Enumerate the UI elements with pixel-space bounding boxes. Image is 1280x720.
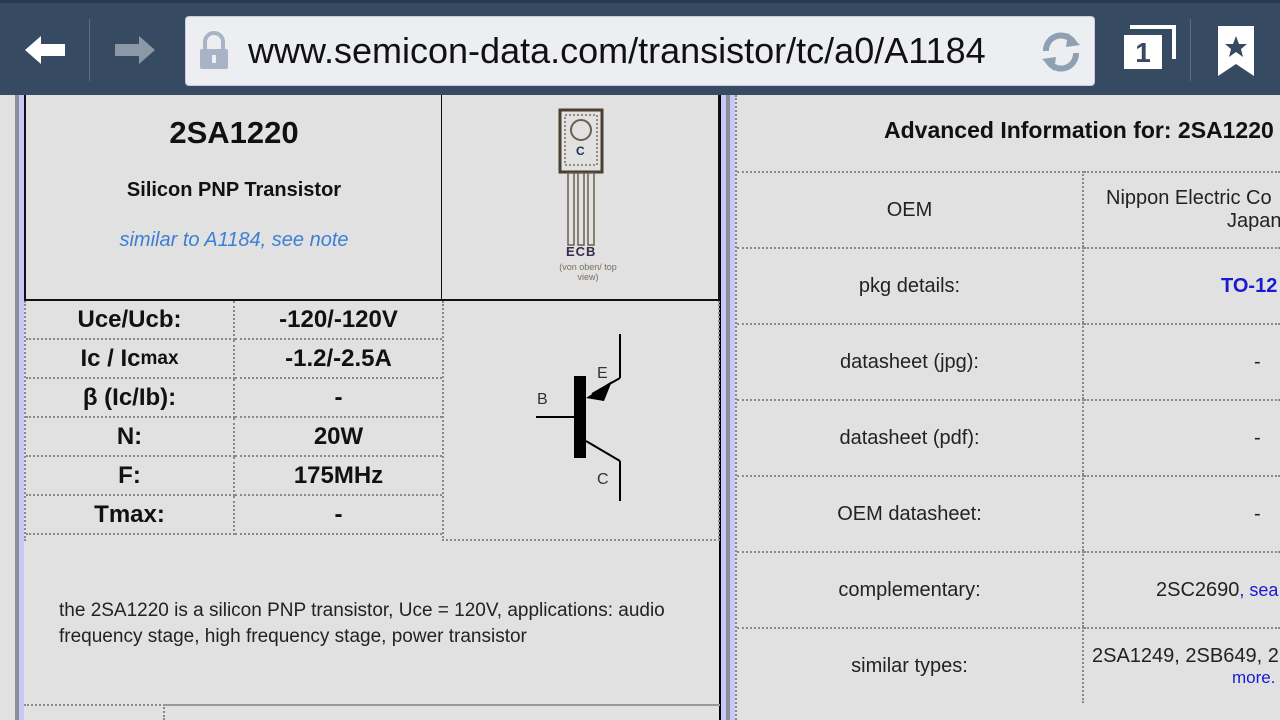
search-link[interactable]: , sea	[1239, 579, 1279, 600]
spec-value: -	[235, 379, 442, 418]
lock-icon	[200, 31, 228, 69]
spec-label: N:	[26, 418, 235, 457]
similar-note-link[interactable]: similar to A1184, see note	[119, 229, 349, 251]
adv-label: datasheet (pdf):	[737, 399, 1084, 475]
advanced-info-table: Advanced Information for: 2SA1220 OEM Ni…	[737, 95, 1280, 720]
pnp-symbol-icon	[536, 334, 621, 501]
tabs-button[interactable]: 1	[1120, 25, 1176, 71]
adv-label: similar types:	[737, 627, 1084, 703]
spec-value: -	[235, 496, 442, 535]
spec-label: Tmax:	[26, 496, 235, 535]
part-subtitle: Silicon PNP Transistor	[126, 179, 342, 201]
tab-count: 1	[1124, 35, 1162, 69]
to126-package-icon	[558, 108, 604, 246]
arrow-left-icon	[25, 36, 65, 64]
adv-label: pkg details:	[737, 247, 1084, 323]
transistor-symbol: E B C	[442, 301, 720, 541]
browser-toolbar: www.semicon-data.com/transistor/tc/a0/A1…	[0, 0, 1280, 95]
part-header: 2SA1220 Silicon PNP Transistor similar t…	[24, 95, 720, 301]
adv-label: datasheet (jpg):	[737, 323, 1084, 399]
description: the 2SA1220 is a silicon PNP transistor,…	[59, 600, 665, 647]
address-bar[interactable]: www.semicon-data.com/transistor/tc/a0/A1…	[185, 16, 1095, 86]
part-title: 2SA1220	[169, 115, 299, 150]
spec-value: -120/-120V	[235, 301, 442, 340]
spec-value: -1.2/-2.5A	[235, 340, 442, 379]
back-button[interactable]	[18, 29, 72, 71]
adv-label: complementary:	[737, 551, 1084, 627]
spec-label: β (Ic/Ib):	[26, 379, 235, 418]
more-link[interactable]: more.	[1232, 667, 1276, 687]
reload-icon[interactable]	[1038, 29, 1084, 75]
package-drawing: C ECB (von oben/ top view)	[546, 107, 636, 287]
adv-value: -	[1084, 475, 1280, 551]
forward-button[interactable]	[108, 29, 162, 71]
spec-label: Uce/Ucb:	[26, 301, 235, 340]
adv-value: TO-12	[1084, 247, 1280, 323]
adv-label: OEM datasheet:	[737, 475, 1084, 551]
arrow-right-icon	[115, 36, 155, 64]
advanced-title: Advanced Information for: 2SA1220	[884, 117, 1274, 143]
package-link[interactable]: TO-12	[1221, 274, 1278, 297]
adv-value: -	[1084, 399, 1280, 475]
spec-value: 20W	[235, 418, 442, 457]
adv-label: OEM	[737, 171, 1084, 247]
url-text: www.semicon-data.com/transistor/tc/a0/A1…	[248, 30, 986, 71]
spec-value: 175MHz	[235, 457, 442, 496]
adv-value: 2SC2690, sea	[1084, 551, 1280, 627]
spec-label: F:	[26, 457, 235, 496]
bookmark-button[interactable]	[1214, 25, 1258, 77]
bookmark-star-icon	[1218, 26, 1254, 76]
adv-value: -	[1084, 323, 1280, 399]
